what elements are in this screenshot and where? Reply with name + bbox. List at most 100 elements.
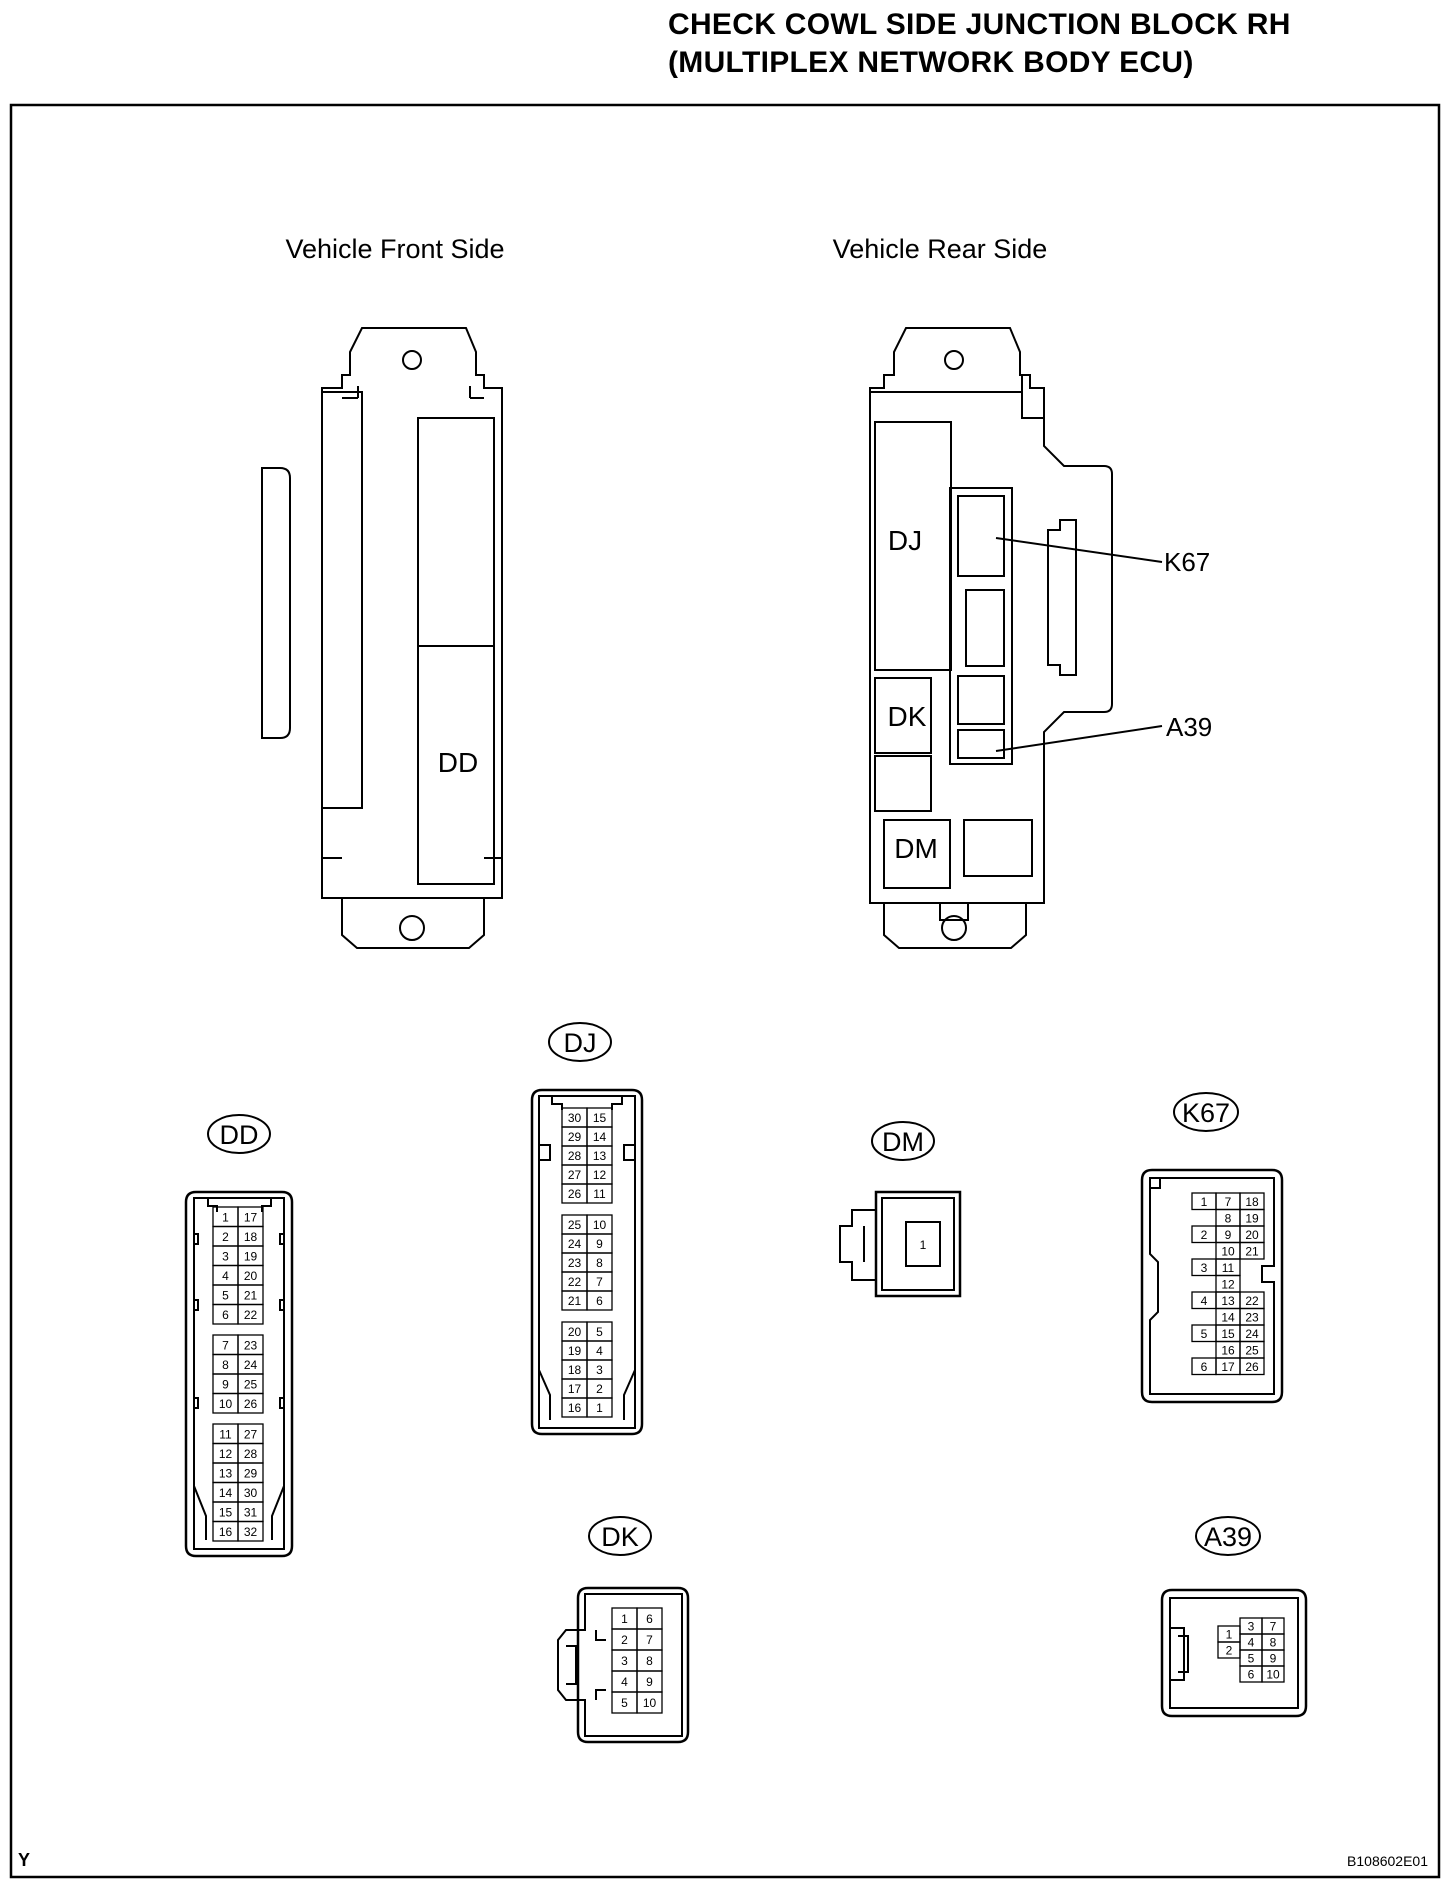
dj-pin: 25: [561, 1214, 588, 1235]
k67-pin: 2: [1191, 1225, 1217, 1244]
svg-text:3: 3: [1248, 1620, 1255, 1634]
svg-text:5: 5: [621, 1696, 628, 1710]
dj-pin: 23: [561, 1252, 588, 1273]
svg-text:21: 21: [1245, 1244, 1259, 1258]
page-title: CHECK COWL SIDE JUNCTION BLOCK RH (MULTI…: [668, 6, 1291, 82]
svg-text:8: 8: [1270, 1636, 1277, 1650]
a39-label-bubble: [1195, 1516, 1261, 1556]
svg-text:16: 16: [219, 1525, 233, 1539]
svg-text:23: 23: [1245, 1310, 1259, 1324]
figure-id: B108602E01: [1347, 1853, 1428, 1869]
svg-text:6: 6: [1201, 1360, 1208, 1374]
svg-text:20: 20: [244, 1269, 258, 1283]
svg-text:2: 2: [1226, 1644, 1233, 1658]
dd-pin: 23: [237, 1334, 264, 1356]
svg-text:1: 1: [222, 1210, 229, 1224]
a39-pin: 9: [1261, 1649, 1285, 1667]
k67-pin: 12: [1215, 1274, 1241, 1293]
svg-text:7: 7: [1270, 1620, 1277, 1634]
svg-text:14: 14: [1221, 1310, 1235, 1324]
dj-pin: 19: [561, 1340, 588, 1361]
svg-text:19: 19: [568, 1344, 582, 1358]
svg-text:25: 25: [1245, 1343, 1259, 1357]
dm-connector-face: [839, 1190, 962, 1298]
svg-text:15: 15: [1221, 1327, 1235, 1341]
dk-bubble-text: DK: [601, 1522, 639, 1552]
dd-pin: 28: [237, 1442, 264, 1464]
k67-label-bubble: [1173, 1092, 1239, 1132]
svg-text:32: 32: [244, 1525, 258, 1539]
svg-text:8: 8: [596, 1256, 603, 1270]
dj-bubble-text: DJ: [564, 1028, 597, 1058]
svg-text:6: 6: [596, 1294, 603, 1308]
dd-pin: 16: [212, 1520, 239, 1542]
dj-pin: 12: [586, 1164, 613, 1185]
svg-text:10: 10: [1266, 1668, 1280, 1682]
dj-pin: 22: [561, 1271, 588, 1292]
svg-text:2: 2: [222, 1230, 229, 1244]
k67-pin: 8: [1215, 1208, 1241, 1227]
dj-pin: 3: [586, 1359, 613, 1380]
dd-pin: 30: [237, 1481, 264, 1503]
svg-text:25: 25: [568, 1218, 582, 1232]
a39-pin: 4: [1239, 1633, 1263, 1651]
k67-pin: 14: [1215, 1307, 1241, 1326]
dj-pin: 1: [586, 1397, 613, 1418]
front-view-label: Vehicle Front Side: [285, 234, 504, 264]
a39-callout-label: A39: [1166, 712, 1212, 742]
a39-pin: 8: [1261, 1633, 1285, 1651]
svg-text:5: 5: [1201, 1327, 1208, 1341]
dk-pin: 9: [636, 1670, 663, 1693]
corner-code: Y: [18, 1850, 30, 1870]
dj-pin: 10: [586, 1214, 613, 1235]
dd-pin: 15: [212, 1501, 239, 1523]
svg-text:29: 29: [244, 1466, 258, 1480]
dj-pin: 6: [586, 1290, 613, 1311]
k67-pin: 26: [1239, 1357, 1265, 1376]
svg-text:22: 22: [1245, 1294, 1259, 1308]
svg-text:29: 29: [568, 1130, 582, 1144]
dj-pin: 7: [586, 1271, 613, 1292]
svg-text:4: 4: [222, 1269, 229, 1283]
svg-text:2: 2: [621, 1633, 628, 1647]
dk-connector-face: [557, 1586, 690, 1744]
rear-dk-label: DK: [888, 701, 927, 732]
dm-label-bubble: [871, 1121, 935, 1161]
svg-text:1: 1: [1201, 1195, 1208, 1209]
svg-text:4: 4: [1248, 1636, 1255, 1650]
k67-pin: 24: [1239, 1324, 1265, 1343]
svg-text:11: 11: [219, 1427, 232, 1441]
svg-text:11: 11: [593, 1187, 606, 1201]
svg-text:3: 3: [1201, 1261, 1208, 1275]
svg-text:21: 21: [568, 1294, 582, 1308]
dd-pin: 32: [237, 1520, 264, 1542]
dd-pin: 17: [237, 1206, 264, 1228]
dd-pin: 20: [237, 1264, 264, 1286]
k67-pin: 25: [1239, 1340, 1265, 1359]
svg-text:8: 8: [646, 1654, 653, 1668]
svg-text:21: 21: [244, 1288, 258, 1302]
front-dd-label: DD: [438, 747, 478, 778]
dk-pin: 5: [611, 1691, 638, 1714]
svg-text:14: 14: [593, 1130, 607, 1144]
dj-pin: 14: [586, 1126, 613, 1147]
svg-text:22: 22: [568, 1275, 582, 1289]
dk-pin: 6: [636, 1607, 663, 1630]
k67-pin: 16: [1215, 1340, 1241, 1359]
svg-text:22: 22: [244, 1308, 258, 1322]
a39-pin: 5: [1239, 1649, 1263, 1667]
k67-pin: 20: [1239, 1225, 1265, 1244]
svg-text:5: 5: [1248, 1652, 1255, 1666]
k67-pin: 21: [1239, 1241, 1265, 1260]
svg-text:6: 6: [646, 1612, 653, 1626]
svg-text:20: 20: [1245, 1228, 1259, 1242]
k67-pin: 22: [1239, 1291, 1265, 1310]
dj-pin: 11: [586, 1183, 613, 1204]
dj-pin: 27: [561, 1164, 588, 1185]
svg-text:17: 17: [568, 1382, 582, 1396]
svg-text:12: 12: [219, 1447, 233, 1461]
svg-text:10: 10: [219, 1397, 233, 1411]
k67-connector-face: [1140, 1168, 1284, 1404]
svg-text:9: 9: [1225, 1228, 1232, 1242]
dj-pin: 24: [561, 1233, 588, 1254]
